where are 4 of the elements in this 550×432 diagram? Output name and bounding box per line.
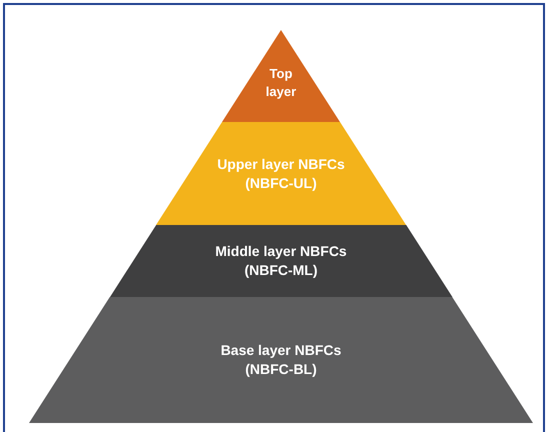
tier-label: Base layer NBFCs (NBFC-BL): [220, 341, 342, 379]
tier-label: Upper layer NBFCs (NBFC-UL): [216, 154, 346, 192]
tier-label: Top layer: [264, 65, 298, 101]
tier-label: Middle layer NBFCs (NBFC-ML): [214, 242, 348, 280]
